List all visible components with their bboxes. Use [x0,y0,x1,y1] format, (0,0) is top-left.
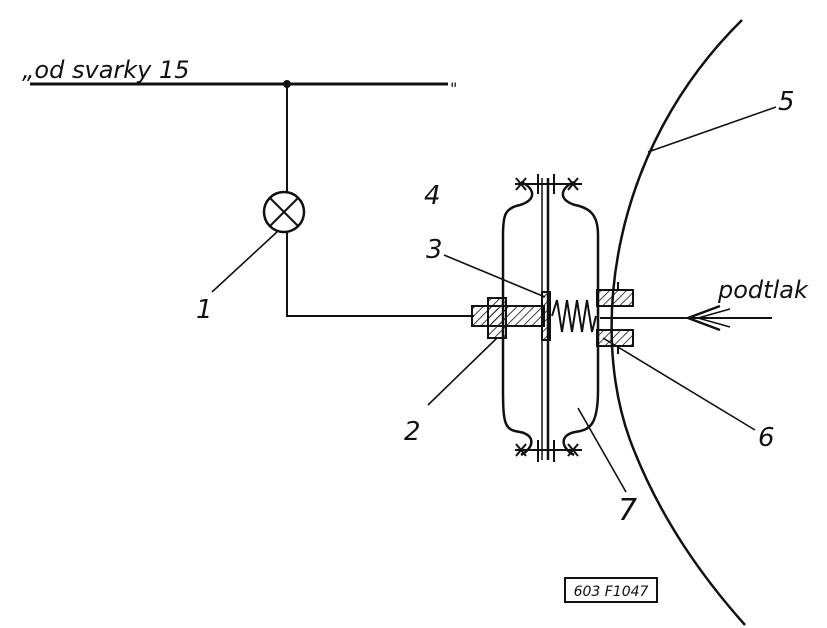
bottom-rivets-icon [515,440,582,462]
vacuum-label: podtlak [717,276,809,304]
drawing-code-box [564,577,658,603]
part-number-5: 5 [778,87,795,117]
leader-3 [443,254,546,298]
vacuum-arrow-icon [687,304,731,332]
supply-end-mark: " [450,79,457,98]
lamp-return-wire [286,232,474,317]
vacuum-port [596,282,634,354]
part-number-3: 3 [426,235,443,265]
leader-7 [577,407,627,493]
part-number-2: 2 [404,417,421,447]
contact-plate [541,291,551,341]
intake-manifold-wall [610,19,746,626]
leader-1 [211,230,279,293]
contact-screw [471,297,545,339]
part-number-1: 1 [196,295,213,325]
part-number-4: 4 [424,181,441,211]
part-number-6: 6 [758,423,775,453]
leader-6 [602,337,756,431]
part-number-7: 7 [618,493,637,528]
switch-body-right-half [561,180,600,457]
indicator-lamp-icon [262,190,306,234]
supply-label: „od svarky 15 [22,56,190,84]
leader-5 [647,106,777,153]
drawing-code: 603 F1047 [574,584,649,600]
leader-2 [427,337,498,406]
top-rivets-icon [515,174,582,194]
spring-icon [551,299,597,333]
